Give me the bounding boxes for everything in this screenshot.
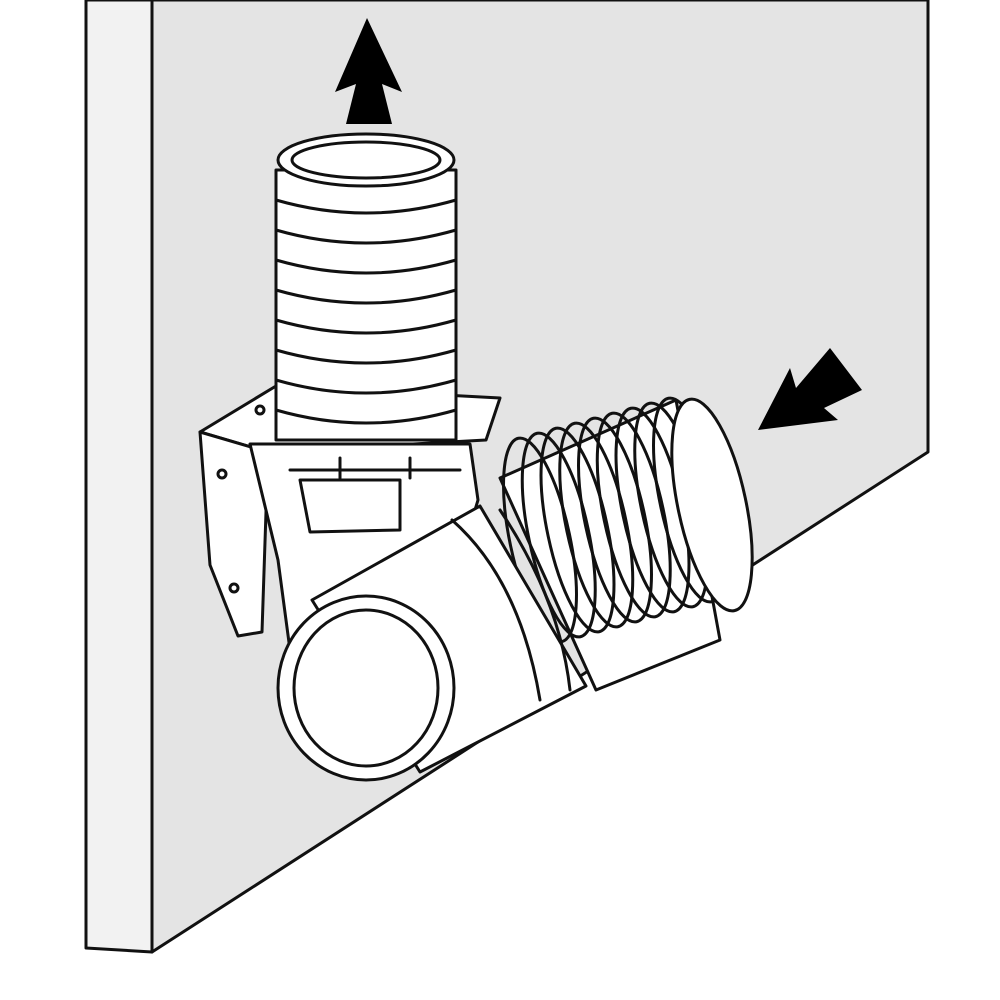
- upper-hose-rib: [274, 288, 458, 305]
- upper-hose-rib: [274, 378, 458, 395]
- side-hose-rib: [539, 426, 616, 634]
- upper-hose-rib: [274, 318, 458, 335]
- front-socket: [276, 504, 588, 782]
- upper-hose-rib: [274, 408, 458, 425]
- upper-hose-top-inner: [290, 140, 442, 180]
- bracket-screw-hole: [254, 404, 266, 416]
- side-hose-rib: [577, 416, 653, 624]
- arrow-up-icon: [335, 18, 402, 124]
- front-socket-opening: [276, 594, 456, 782]
- elbow-body: [248, 442, 480, 652]
- upper-hose-rib: [274, 348, 458, 365]
- side-hose-end: [670, 397, 754, 613]
- side-ribbed-hose: [498, 396, 754, 692]
- front-socket-inner-ring: [292, 608, 440, 768]
- upper-hose-rib: [274, 228, 458, 245]
- side-hose-rib: [520, 431, 597, 639]
- upper-hose-rib: [274, 198, 458, 215]
- upper-ribbed-hose: [274, 132, 458, 442]
- bracket-screw-hole: [216, 468, 228, 480]
- upper-hose-ribs: [274, 198, 458, 425]
- bracket-screw-hole: [228, 582, 240, 594]
- side-hose-rib: [595, 411, 672, 619]
- side-hose-rib: [558, 421, 635, 629]
- upper-hose-rib: [274, 258, 458, 275]
- arrow-down-left-icon: [758, 348, 862, 430]
- wall-side-edge: [84, 0, 154, 954]
